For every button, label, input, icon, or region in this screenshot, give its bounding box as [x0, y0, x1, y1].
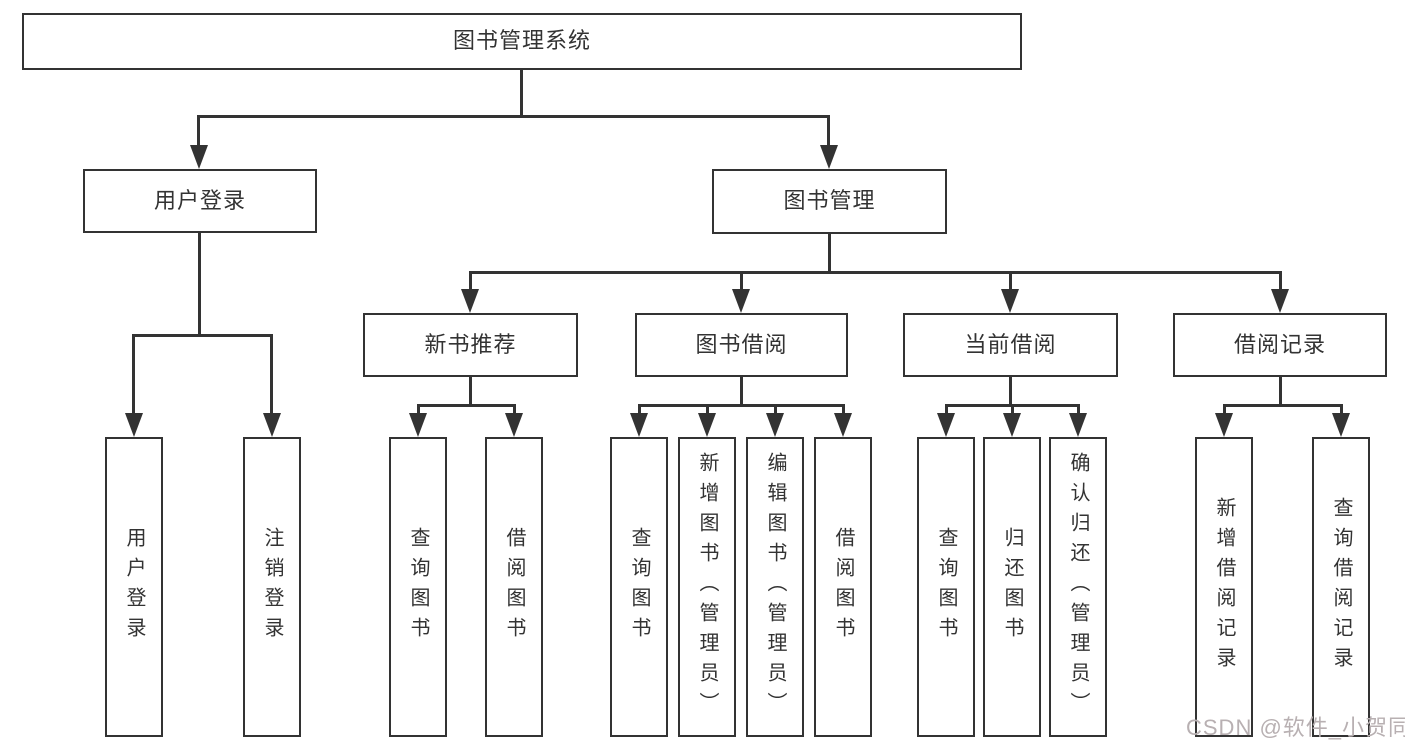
node-book-borrow: 图书借阅 [635, 313, 848, 377]
arrow-down-icon [937, 413, 955, 437]
leaf-confirm-return-admin: 确认归还（管理员） [1049, 437, 1107, 737]
connector-line [270, 336, 273, 413]
connector-line [197, 117, 200, 145]
arrow-down-icon [820, 145, 838, 169]
leaf-return-book: 归还图书 [983, 437, 1041, 737]
connector-line [638, 406, 641, 415]
arrow-down-icon [1069, 413, 1087, 437]
node-user-login: 用户登录 [83, 169, 317, 233]
leaf-add-borrow-record: 新增借阅记录 [1195, 437, 1253, 737]
arrow-down-icon [630, 413, 648, 437]
connector-line [1279, 273, 1282, 291]
arrow-down-icon [1332, 413, 1350, 437]
arrow-down-icon [834, 413, 852, 437]
connector-line [945, 406, 948, 415]
leaf-logout: 注销登录 [243, 437, 301, 737]
connector-line [828, 234, 831, 274]
connector-line [197, 115, 830, 118]
arrow-down-icon [409, 413, 427, 437]
arrow-down-icon [766, 413, 784, 437]
arrow-down-icon [461, 289, 479, 313]
connector-line [1011, 406, 1014, 415]
connector-line [513, 406, 516, 415]
connector-line [1009, 273, 1012, 291]
arrow-down-icon [1271, 289, 1289, 313]
arrow-down-icon [732, 289, 750, 313]
connector-line [132, 336, 135, 413]
connector-line [469, 377, 472, 407]
arrow-down-icon [1001, 289, 1019, 313]
arrow-down-icon [505, 413, 523, 437]
node-current-borrow: 当前借阅 [903, 313, 1118, 377]
arrow-down-icon [1215, 413, 1233, 437]
connector-line [132, 334, 273, 337]
arrow-down-icon [125, 413, 143, 437]
connector-line [827, 117, 830, 145]
connector-line [638, 404, 845, 407]
connector-line [1223, 404, 1343, 407]
connector-line [1279, 377, 1282, 407]
node-root-system: 图书管理系统 [22, 13, 1022, 70]
connector-line [520, 70, 523, 117]
leaf-edit-book-admin: 编辑图书（管理员） [746, 437, 804, 737]
connector-line [1340, 406, 1343, 415]
connector-line [1223, 406, 1226, 415]
connector-line [706, 406, 709, 415]
connector-line [740, 273, 743, 291]
node-new-book-recommend: 新书推荐 [363, 313, 578, 377]
connector-line [417, 404, 516, 407]
leaf-add-book-admin: 新增图书（管理员） [678, 437, 736, 737]
leaf-query-borrow-record: 查询借阅记录 [1312, 437, 1370, 737]
connector-line [1009, 377, 1012, 407]
connector-line [469, 273, 472, 291]
connector-line [945, 404, 1080, 407]
arrow-down-icon [1003, 413, 1021, 437]
leaf-query-book-borrow: 查询图书 [610, 437, 668, 737]
connector-line [774, 406, 777, 415]
connector-line [740, 377, 743, 407]
leaf-query-book-current: 查询图书 [917, 437, 975, 737]
connector-line [1077, 406, 1080, 415]
arrow-down-icon [263, 413, 281, 437]
connector-line [469, 271, 1282, 274]
connector-line [417, 406, 420, 415]
arrow-down-icon [698, 413, 716, 437]
node-book-management: 图书管理 [712, 169, 947, 234]
connector-line [198, 233, 201, 336]
arrow-down-icon [190, 145, 208, 169]
watermark-text: CSDN @软件_小贺同学 [1186, 715, 1405, 740]
leaf-borrow-book: 借阅图书 [814, 437, 872, 737]
node-borrow-records: 借阅记录 [1173, 313, 1387, 377]
connector-line [842, 406, 845, 415]
leaf-user-login: 用户登录 [105, 437, 163, 737]
leaf-borrow-book-recommend: 借阅图书 [485, 437, 543, 737]
leaf-query-book-recommend: 查询图书 [389, 437, 447, 737]
